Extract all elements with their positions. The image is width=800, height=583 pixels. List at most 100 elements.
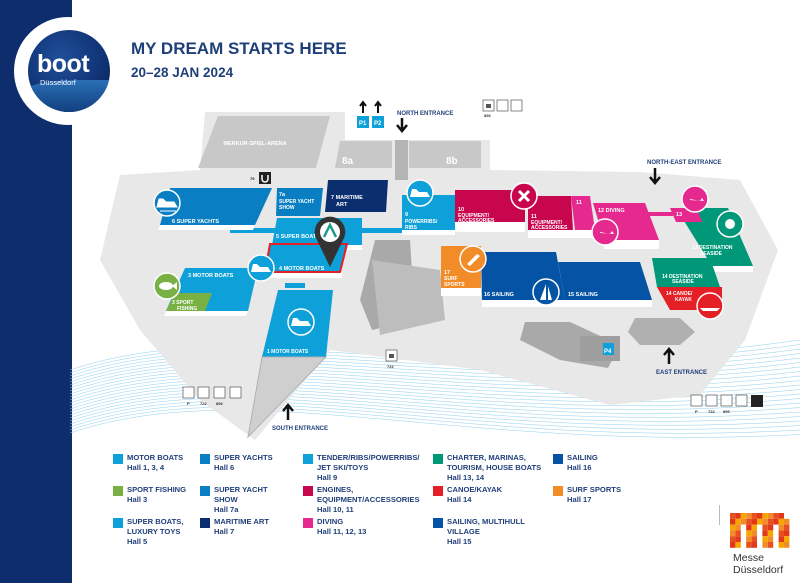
hall-14-label-2: SEASIDE [672, 279, 695, 285]
legend-halls: Hall 7a [214, 505, 239, 514]
hall-17-label-2: SPORTS [444, 282, 465, 288]
logo-pixel [767, 530, 774, 537]
north-east-entrance[interactable]: NORTH-EAST ENTRANCE [647, 160, 721, 185]
p1-label: P1 [359, 121, 367, 127]
hall-11-label-2: ACCESSORIES [531, 225, 568, 231]
legend-swatch [200, 454, 210, 464]
legend-label: SPORT FISHING [127, 485, 187, 494]
bus-896b-label: 896 [216, 401, 223, 406]
wave-line [69, 385, 800, 410]
hall-9-label-2: RIBS [405, 225, 418, 231]
logo-pixel [735, 542, 741, 548]
hall-11[interactable]: 11 EQUIPMENT/ ACCESSORIES 11 [528, 196, 595, 238]
logo-pixel [746, 513, 752, 519]
event-date: 20–28 JAN 2024 [131, 65, 234, 80]
legend-swatch [113, 454, 123, 464]
logo-pixel [778, 542, 784, 548]
hall-6-label: 6 SUPER YACHTS [172, 219, 219, 225]
u79-label: 79 [250, 176, 255, 181]
hall-6[interactable]: 6 SUPER YACHTS [158, 188, 272, 230]
park-label: P [187, 401, 190, 406]
logo-pixel [773, 518, 779, 525]
parking-p4[interactable]: P4 [603, 343, 614, 355]
logo-pixel [730, 518, 736, 525]
legend-swatch [433, 518, 443, 528]
hall-8b[interactable] [409, 141, 481, 168]
hall-15[interactable]: 15 SAILING [558, 262, 652, 307]
bus-722-icon[interactable]: 722 [385, 349, 398, 369]
hall-7a[interactable]: 7a SUPER YACHT SHOW [276, 188, 323, 216]
logo-brand: boot [37, 50, 90, 78]
hall-10[interactable]: 10 EQUIPMENT/ ACCESSORIES [455, 190, 525, 232]
logo-pixel [735, 518, 741, 525]
logo-pixel [762, 524, 768, 531]
logo-pixel [767, 518, 774, 525]
hall-3f-label-2: FISHING [177, 306, 197, 312]
hall-11-num: 11 [531, 214, 537, 220]
logo-pixel [767, 524, 774, 531]
wave-line [69, 397, 800, 422]
north-entrance[interactable]: NORTH ENTRANCE [396, 111, 453, 133]
legend-swatch [113, 518, 123, 528]
hall-17-num: 17 [444, 270, 450, 276]
logo-pixel [730, 513, 736, 519]
legend-label: MOTOR BOATS [127, 453, 184, 462]
logo-pixel [730, 524, 736, 531]
wave-line [69, 391, 800, 416]
logo-pixel [735, 536, 741, 542]
boot-logo[interactable]: boot Düsseldorf [28, 30, 110, 112]
pictogram-glyphs [156, 189, 735, 326]
hall-3-label: 3 MOTOR BOATS [188, 273, 234, 279]
hall-10-label-2: ACCESSORIES [458, 218, 495, 224]
parking-p1[interactable]: P1 [357, 100, 369, 128]
logo-city: Düsseldorf [40, 78, 76, 87]
legend-label: SUPER BOATS, LUXURY TOYS [127, 517, 184, 536]
east-entrance[interactable]: EAST ENTRANCE [656, 347, 707, 376]
logo-pixel [751, 536, 757, 542]
bus-icon[interactable]: 896 [482, 99, 523, 118]
hall-9-label: POWERRIBS/ [405, 219, 438, 225]
legend-label: SUPER YACHT SHOW [214, 485, 268, 504]
parking-p2[interactable]: P2 [372, 100, 384, 128]
legend-label: TENDER/RIBS/POWERRIBS/ JET SKI/TOYS [317, 453, 420, 472]
logo-pixel [767, 542, 774, 548]
logo-pixel [784, 518, 790, 525]
bus-896-label: 896 [484, 113, 491, 118]
legend-halls: Hall 1, 3, 4 [127, 463, 165, 472]
hall-15-label: 15 SAILING [568, 292, 598, 298]
hall-7a-label: SUPER YACHT [279, 199, 314, 205]
subway-u79-icon[interactable]: 79 [250, 172, 271, 184]
legend-halls: Hall 14 [447, 495, 472, 504]
location-pin-icon[interactable] [314, 216, 346, 267]
wave-line [69, 410, 800, 438]
legend-halls: Hall 13, 14 [447, 473, 485, 482]
hall-10-label: EQUIPMENT/ [458, 213, 490, 219]
ne-entrance-label: NORTH-EAST ENTRANCE [647, 160, 721, 166]
east-transport-icons[interactable]: P 722 896 [690, 394, 763, 414]
hall-8a[interactable] [335, 141, 392, 168]
legend-halls: Hall 5 [127, 537, 148, 546]
logo-pixel [735, 524, 741, 531]
bus-722b-label: 722 [200, 401, 207, 406]
hall-8b-label: 8b [446, 156, 458, 167]
north-walkway [395, 140, 408, 180]
legend-swatch [433, 486, 443, 496]
messe-logo [730, 513, 790, 548]
south-entrance[interactable]: SOUTH ENTRANCE [272, 403, 328, 432]
hall-7a-num: 7a [279, 192, 286, 198]
logo-pixel [746, 530, 752, 537]
hall-5-label: 5 SUPER BOATS [276, 234, 320, 240]
logo-pixel [762, 530, 768, 537]
hall-3-sport-fishing[interactable]: 3 SPORT FISHING [166, 293, 212, 312]
logo-pixel [730, 542, 736, 548]
hall-7[interactable]: 7 MARITIME ART [325, 180, 388, 212]
south-transport-icons[interactable]: P 722 896 [182, 386, 242, 406]
legend-label: MARITIME ART [214, 517, 269, 526]
arena-building[interactable] [198, 116, 330, 168]
legend-halls: Hall 6 [214, 463, 235, 472]
logo-pixel [730, 536, 736, 542]
logo-pixel [746, 536, 752, 542]
